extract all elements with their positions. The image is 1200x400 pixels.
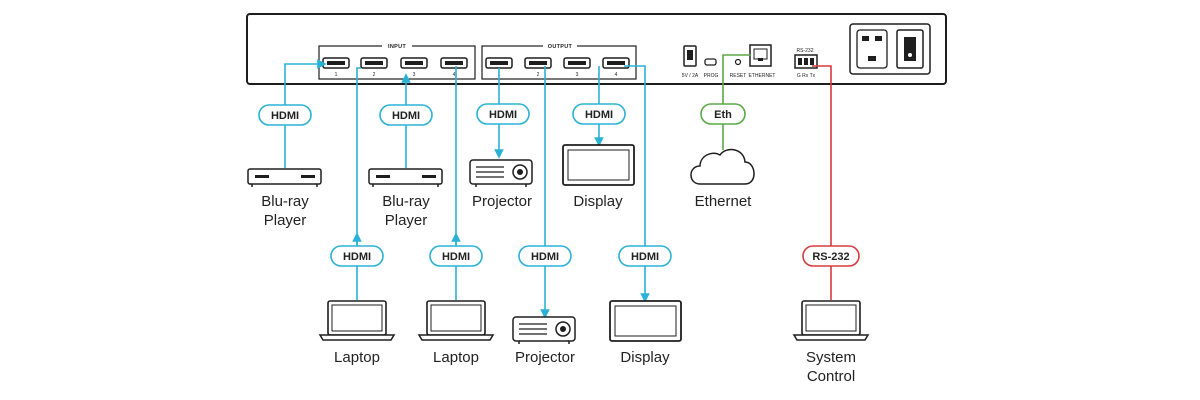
bluray-player-2-label-line1: Blu-ray (382, 193, 430, 210)
cable-pills: HDMI HDMI HDMI HDMI Eth HDMI HDMI HDMI (258, 103, 860, 267)
output-port-2[interactable]: 2 (524, 57, 552, 78)
projector-2-label: Projector (515, 349, 575, 366)
input-port-3[interactable]: 3 (400, 57, 428, 78)
rs232-port[interactable]: RS-232 G Rx Tx (794, 48, 818, 79)
input-port-4[interactable]: 4 (440, 57, 468, 78)
pill-hdmi-display1-text: HDMI (585, 109, 613, 121)
output-port-2-number: 2 (537, 72, 540, 78)
bluray-player-1: Blu-ray Player (247, 168, 322, 229)
ethernet-port[interactable]: ETHERNET (749, 44, 776, 79)
input-port-2[interactable]: 2 (360, 57, 388, 78)
pill-hdmi-display2: HDMI (618, 245, 672, 267)
input-group-label: INPUT (388, 44, 406, 50)
power-switch[interactable] (896, 29, 924, 69)
pill-hdmi-laptop1: HDMI (330, 245, 384, 267)
output-port-4[interactable]: 4 (602, 57, 630, 78)
display-1-label: Display (573, 193, 623, 210)
bluray-player-icon (247, 168, 322, 187)
projector-icon (512, 316, 576, 344)
projector-1-label: Projector (472, 193, 532, 210)
pill-hdmi-bluray1-text: HDMI (271, 110, 299, 122)
pill-rs232-text: RS-232 (812, 251, 849, 263)
system-control-label-line1: System (806, 349, 856, 366)
cable-rs232 (812, 65, 832, 300)
laptop-2-label: Laptop (433, 349, 479, 366)
projector-icon (469, 159, 533, 187)
output-port-3[interactable]: 3 (563, 57, 591, 78)
pill-hdmi-bluray2-text: HDMI (392, 110, 420, 122)
laptop-icon (417, 300, 495, 341)
laptop-icon (792, 300, 870, 341)
pill-hdmi-bluray1: HDMI (258, 104, 312, 126)
reset-button[interactable]: RESET (730, 58, 747, 80)
rs232-pins-label: G Rx Tx (797, 73, 816, 79)
laptop-1: Laptop (318, 300, 396, 366)
input-port-3-number: 3 (413, 72, 416, 78)
pill-hdmi-display1: HDMI (572, 103, 626, 125)
display-icon (609, 300, 682, 342)
ethernet-port-label: ETHERNET (749, 73, 776, 79)
input-port-4-number: 4 (453, 72, 456, 78)
display-2: Display (609, 300, 682, 366)
output-group: OUTPUT 1 2 3 4 (481, 42, 637, 80)
cable-output4-to-display2 (624, 65, 650, 303)
cable-laptop1-to-input2 (356, 67, 361, 300)
rs232-port-label: RS-232 (797, 48, 814, 54)
cables (284, 54, 832, 319)
bluray-player-icon (368, 168, 443, 187)
ethernet-cloud: Ethernet (690, 148, 755, 210)
prog-port[interactable]: PROG (704, 58, 719, 79)
reset-button-label: RESET (730, 73, 747, 79)
output-group-label: OUTPUT (548, 44, 573, 50)
ethernet-label: Ethernet (695, 193, 753, 210)
pill-eth-text: Eth (714, 109, 732, 121)
projector-2: Projector (512, 316, 576, 366)
laptop-1-label: Laptop (334, 349, 380, 366)
output-port-3-number: 3 (576, 72, 579, 78)
bluray-player-1-label-line2: Player (264, 212, 307, 229)
bluray-player-2: Blu-ray Player (368, 168, 443, 229)
pill-hdmi-projector2-text: HDMI (531, 251, 559, 263)
cable-bluray1-to-input1 (284, 59, 327, 168)
pill-rs232: RS-232 (802, 245, 860, 267)
pill-eth: Eth (700, 103, 746, 125)
bluray-player-2-label-line2: Player (385, 212, 428, 229)
usb-port[interactable]: 5V / 2A (682, 45, 699, 79)
prog-port-label: PROG (704, 73, 719, 79)
pill-hdmi-laptop2: HDMI (429, 245, 483, 267)
system-control-label-line2: Control (807, 368, 855, 385)
cloud-icon (690, 148, 755, 185)
pill-hdmi-laptop2-text: HDMI (442, 251, 470, 263)
display-1: Display (562, 144, 635, 210)
input-group: INPUT 1 2 3 4 (318, 42, 476, 80)
pill-hdmi-bluray2: HDMI (379, 104, 433, 126)
laptop-2: Laptop (417, 300, 495, 366)
pill-hdmi-projector1-text: HDMI (489, 109, 517, 121)
projector-1: Projector (469, 159, 533, 210)
output-port-4-number: 4 (615, 72, 618, 78)
display-2-label: Display (620, 349, 670, 366)
bluray-player-1-label-line1: Blu-ray (261, 193, 309, 210)
usb-port-label: 5V / 2A (682, 73, 699, 79)
pill-hdmi-laptop1-text: HDMI (343, 251, 371, 263)
pill-hdmi-projector1: HDMI (476, 103, 530, 125)
system-control: System Control (792, 300, 870, 385)
device-rear-panel: INPUT 1 2 3 4 (246, 13, 947, 85)
pill-hdmi-display2-text: HDMI (631, 251, 659, 263)
display-icon (562, 144, 635, 186)
input-port-1-number: 1 (335, 72, 338, 78)
input-port-2-number: 2 (373, 72, 376, 78)
pill-hdmi-projector2: HDMI (518, 245, 572, 267)
laptop-icon (318, 300, 396, 341)
